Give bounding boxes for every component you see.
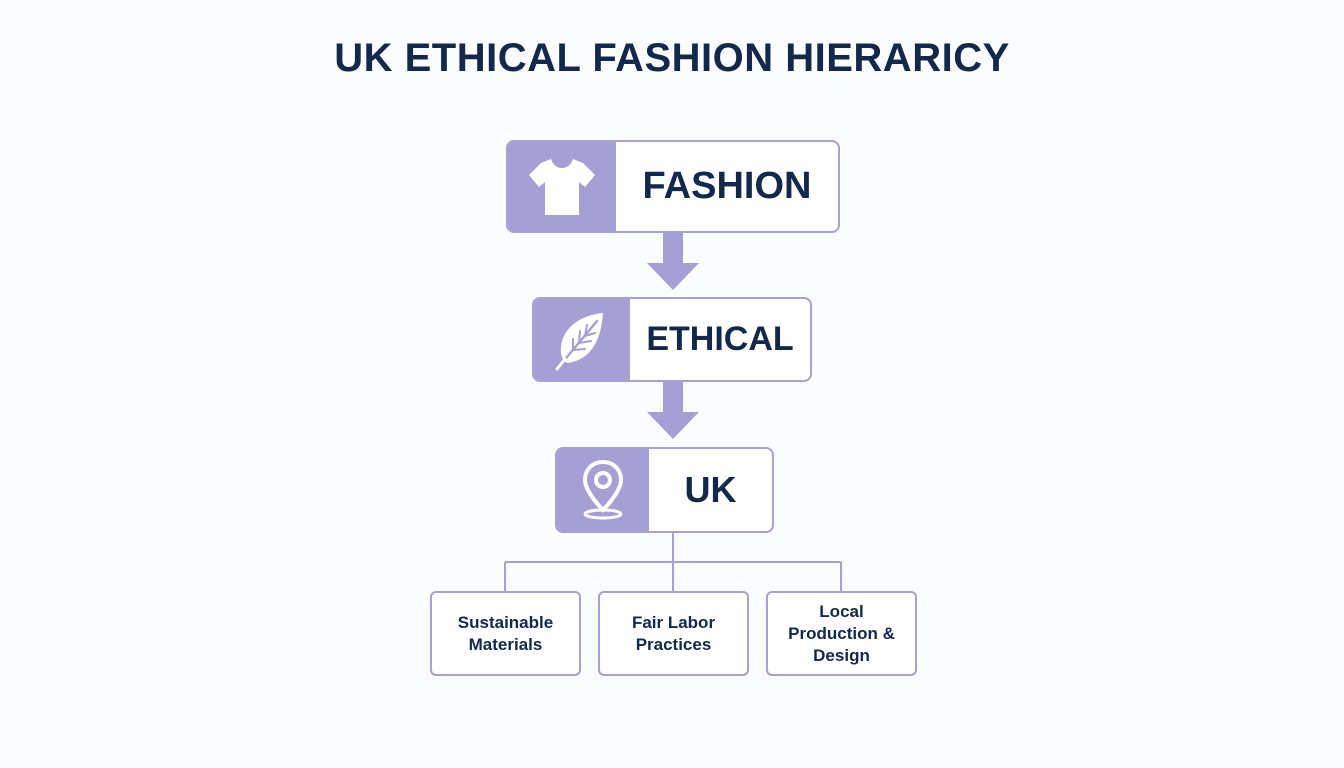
diagram-title: UK ETHICAL FASHION HIERARICY <box>334 36 1010 80</box>
level-node-uk: UK <box>555 447 774 533</box>
down-arrow-icon <box>647 233 699 290</box>
location-pin-icon <box>582 459 624 520</box>
icon-panel <box>557 449 649 531</box>
branch-box-sustainable-materials: Sustainable Materials <box>430 591 581 676</box>
icon-panel <box>508 142 616 231</box>
down-arrow-icon <box>647 382 699 439</box>
level-label: FASHION <box>642 165 812 207</box>
level-label: UK <box>684 469 737 510</box>
level-node-fashion: FASHION <box>506 140 840 233</box>
branch-box-fair-labor-practices: Fair Labor Practices <box>598 591 749 676</box>
leaf-icon <box>555 312 603 370</box>
level-label: ETHICAL <box>646 320 794 358</box>
tshirt-icon <box>529 158 595 215</box>
branch-box-local-production-design: Local Production & Design <box>766 591 917 676</box>
level-node-ethical: ETHICAL <box>532 297 812 382</box>
icon-panel <box>534 299 630 380</box>
